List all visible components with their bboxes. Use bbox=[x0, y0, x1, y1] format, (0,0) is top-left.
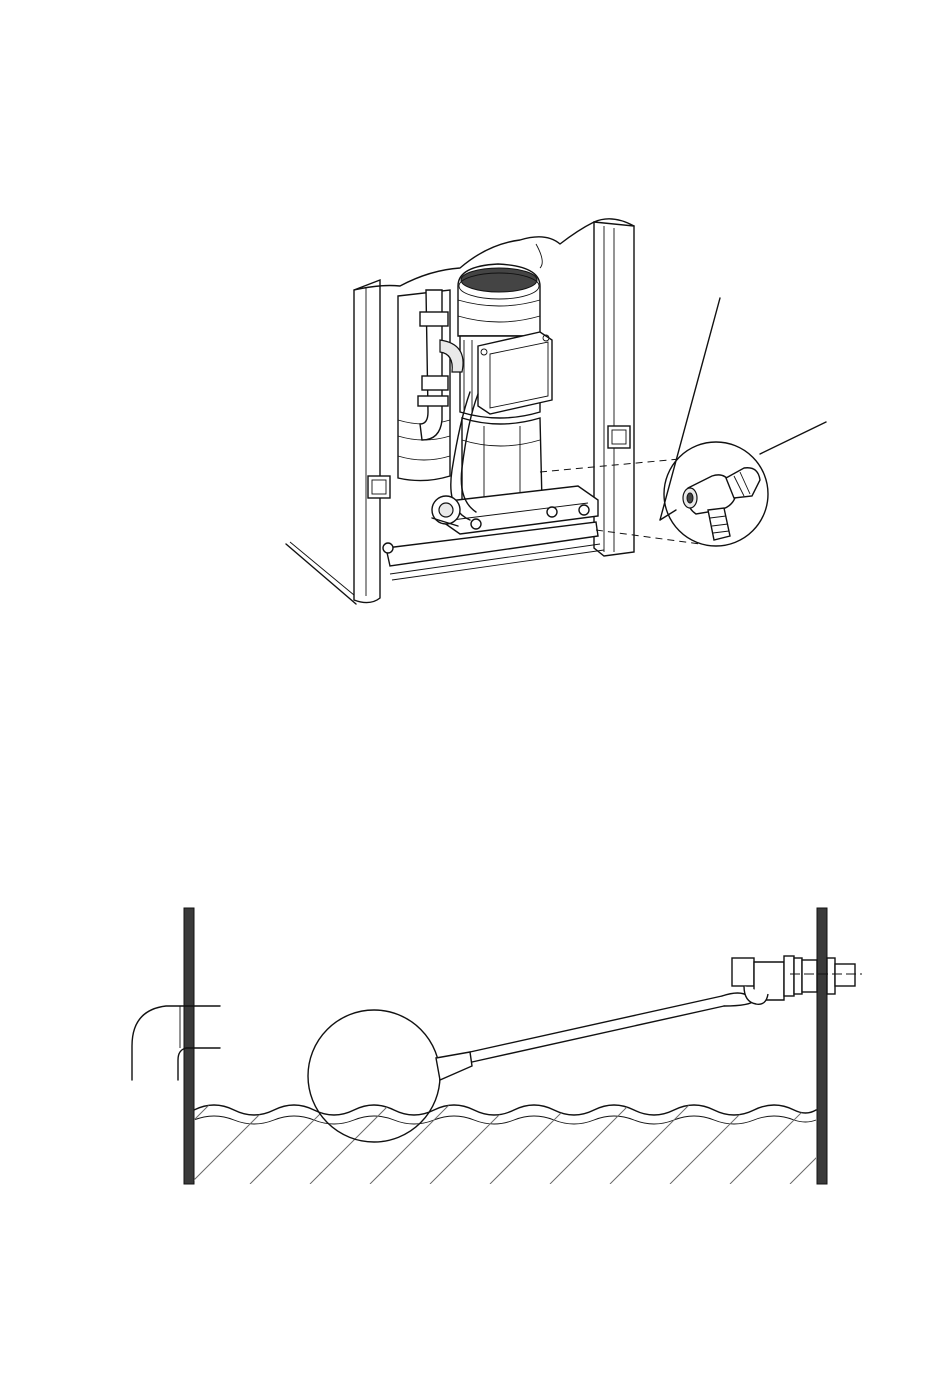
tank-wall-right bbox=[817, 908, 827, 1184]
base-rail bbox=[383, 522, 604, 580]
tank-inlet-pipe bbox=[132, 1006, 220, 1080]
floor-line bbox=[286, 544, 356, 604]
leader-line-2 bbox=[760, 422, 826, 454]
float-ball bbox=[308, 1010, 472, 1142]
float-arm bbox=[470, 993, 756, 1062]
float-valve bbox=[732, 956, 862, 1004]
pump-cabinet-figure bbox=[0, 0, 950, 660]
cabinet-right-panel bbox=[594, 222, 634, 556]
cabinet-left-panel bbox=[354, 280, 390, 603]
tank-wall-left bbox=[184, 908, 194, 1184]
tank-float-valve-figure bbox=[0, 880, 950, 1210]
terminal-box bbox=[478, 332, 552, 414]
drain-valve-detail bbox=[664, 442, 768, 546]
water bbox=[130, 1104, 870, 1184]
